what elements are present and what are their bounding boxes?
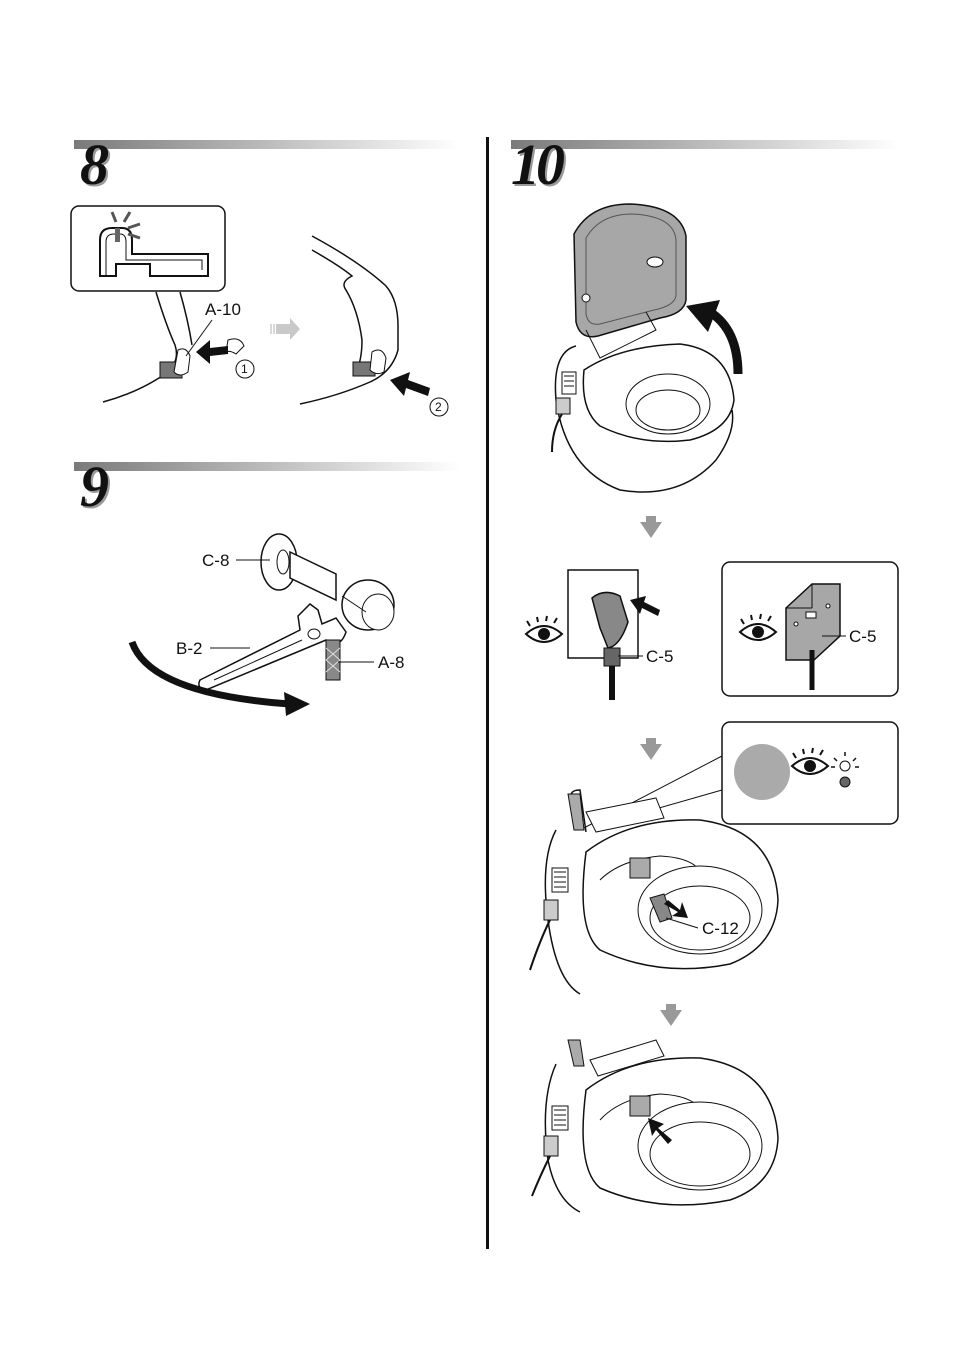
label-b2: B-2 bbox=[176, 639, 202, 658]
toilet-nozzle-retracted bbox=[532, 1040, 778, 1212]
next-arrow-icon bbox=[276, 318, 300, 340]
step-9-illustration: C-8 B-2 A-8 bbox=[132, 534, 404, 716]
circle-label-1: 1 bbox=[241, 362, 248, 376]
label-a10: A-10 bbox=[205, 300, 241, 319]
eye-icon bbox=[526, 616, 562, 642]
sequence-arrow-icon bbox=[640, 516, 662, 538]
sequence-arrow-icon bbox=[640, 738, 662, 760]
plug-socket-illustration: C-5 bbox=[526, 570, 673, 700]
step-10-illustration: C-5 C-5 bbox=[526, 204, 898, 1212]
label-a8: A-8 bbox=[378, 653, 404, 672]
label-c5-plug: C-5 bbox=[646, 647, 673, 666]
step-8-illustration: A-10 1 2 bbox=[71, 206, 448, 416]
label-c12: C-12 bbox=[702, 919, 739, 938]
sequence-arrow-icon bbox=[660, 1004, 682, 1026]
circle-label-2: 2 bbox=[435, 400, 442, 414]
label-c5-box: C-5 bbox=[849, 627, 876, 646]
toilet-lid-open bbox=[552, 204, 738, 492]
label-c8: C-8 bbox=[202, 551, 229, 570]
wall-box-illustration: C-5 bbox=[722, 562, 898, 696]
detail-inset-box bbox=[71, 206, 225, 291]
